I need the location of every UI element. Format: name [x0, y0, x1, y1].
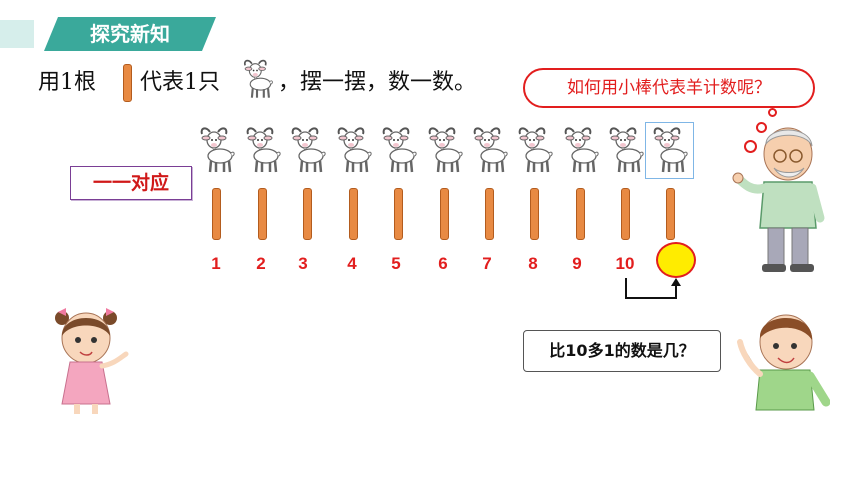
goat-icon	[518, 127, 554, 174]
stick-icon	[123, 64, 132, 102]
count-number: 10	[615, 254, 635, 273]
goat-icon	[243, 59, 274, 99]
counting-stick	[485, 188, 494, 240]
instruction-part1: 用1根	[38, 70, 96, 95]
girl-character-icon	[55, 308, 129, 414]
goat-icon	[609, 127, 645, 174]
thought-dot	[768, 108, 777, 117]
page-title: 探究新知	[90, 22, 170, 46]
count-number: 8	[528, 254, 538, 273]
goat-icon	[564, 127, 600, 174]
teacher-character-icon	[732, 127, 825, 272]
instruction-part3: ，摆一摆，数一数。	[278, 70, 477, 95]
goat-icon	[428, 127, 464, 174]
goat-icon	[291, 127, 327, 174]
goat-icon	[337, 127, 373, 174]
counting-stick	[530, 188, 539, 240]
goat-icon	[200, 127, 236, 174]
counting-stick	[303, 188, 312, 240]
thought-dot	[756, 122, 767, 133]
header-decor-strip	[0, 20, 34, 48]
counting-stick	[621, 188, 630, 240]
boy-character-icon	[737, 314, 830, 411]
unknown-number-circle	[656, 242, 696, 278]
extra-goat-highlight	[645, 122, 694, 179]
count-number: 7	[482, 254, 492, 273]
count-number: 3	[298, 254, 308, 273]
count-number: 6	[438, 254, 448, 273]
counting-stick	[576, 188, 585, 240]
thought-dot	[744, 140, 757, 153]
count-number: 2	[256, 254, 266, 273]
count-number: 4	[347, 254, 357, 273]
counting-stick	[394, 188, 403, 240]
teacher-speech-bubble: 如何用小棒代表羊计数呢？	[523, 68, 815, 108]
goat-icon	[653, 127, 689, 174]
counting-stick	[666, 188, 675, 240]
one-to-one-label: 一一对应	[70, 166, 192, 200]
counting-stick	[258, 188, 267, 240]
count-number: 5	[391, 254, 401, 273]
goat-icon	[473, 127, 509, 174]
count-number: 1	[211, 254, 221, 273]
counting-stick	[440, 188, 449, 240]
question-box: 比10多1的数是几？	[523, 330, 721, 372]
counting-stick	[349, 188, 358, 240]
counting-stick	[212, 188, 221, 240]
header-tab	[44, 17, 216, 51]
goat-icon	[246, 127, 282, 174]
count-number: 9	[572, 254, 582, 273]
goat-icon	[382, 127, 418, 174]
arrow-icon	[625, 278, 681, 299]
instruction-part2: 代表1只	[140, 70, 220, 95]
